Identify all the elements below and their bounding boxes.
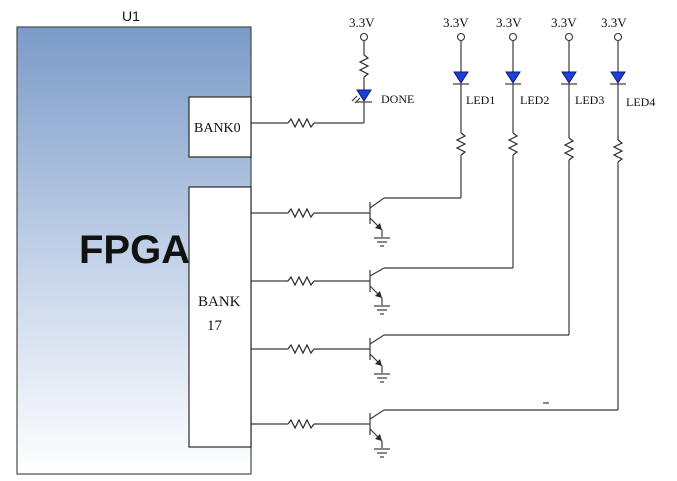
stage2-base-resistor: [287, 275, 315, 287]
stage4-base-resistor: [287, 418, 315, 430]
led3-supply-pin: [564, 32, 574, 42]
led3-label: LED3: [575, 93, 604, 107]
done-supply-pin: [359, 32, 369, 42]
stage3-base-resistor: [287, 343, 315, 355]
led1-supply-label: 3.3V: [443, 15, 469, 30]
transistor-stages: [251, 197, 390, 458]
bank0-box: [188, 96, 252, 158]
stage1-collector: [369, 197, 385, 209]
led2-resistor: [507, 132, 519, 156]
led4-led-icon: [610, 71, 626, 84]
led4-resistor: [612, 139, 624, 163]
led4-supply-label: 3.3V: [601, 15, 627, 30]
bank17-label-line2: 17: [207, 318, 223, 334]
done-led-icon: [356, 89, 372, 102]
led4-supply-pin: [613, 32, 623, 42]
led2-label: LED2: [520, 93, 549, 107]
done-pullup-resistor: [358, 54, 370, 78]
stage4-collector: [369, 409, 385, 420]
led3-supply-label: 3.3V: [551, 15, 577, 30]
stage1-emitter-arrow-icon: [375, 223, 382, 230]
bank0-label: BANK0: [194, 121, 241, 136]
led1-led-icon: [453, 71, 469, 84]
chip-reference-label: U1: [122, 8, 140, 24]
bank17-box: [188, 186, 252, 448]
led3-resistor: [563, 137, 575, 161]
fpga-chip-name: FPGA: [79, 228, 190, 272]
led1-supply-pin: [456, 32, 466, 42]
led2-supply-label: 3.3V: [496, 15, 522, 30]
done-led-label: DONE: [381, 92, 414, 106]
led1-circuit: 3.3V LED1: [384, 15, 495, 199]
led4-circuit: 3.3V LED4: [384, 15, 655, 411]
led1-label: LED1: [466, 93, 495, 107]
done-series-resistor: [287, 117, 315, 129]
done-supply-label: 3.3V: [349, 15, 375, 30]
stage2-collector: [369, 267, 385, 277]
led4-label: LED4: [626, 95, 655, 109]
led2-led-icon: [505, 71, 521, 84]
stage3-emitter-arrow-icon: [375, 359, 382, 366]
stage3-collector: [369, 334, 385, 345]
stage2-emitter-arrow-icon: [375, 291, 382, 298]
stage1-base-resistor: [287, 207, 315, 219]
led3-circuit: 3.3V LED3: [384, 15, 604, 336]
led2-supply-pin: [508, 32, 518, 42]
stage4-emitter-arrow-icon: [375, 434, 382, 441]
done-led-circuit: 3.3V DONE: [251, 15, 414, 129]
led1-resistor: [455, 132, 467, 156]
bank17-label-line1: BANK: [198, 294, 241, 310]
led2-circuit: 3.3V LED2: [384, 15, 549, 269]
led3-led-icon: [561, 71, 577, 84]
